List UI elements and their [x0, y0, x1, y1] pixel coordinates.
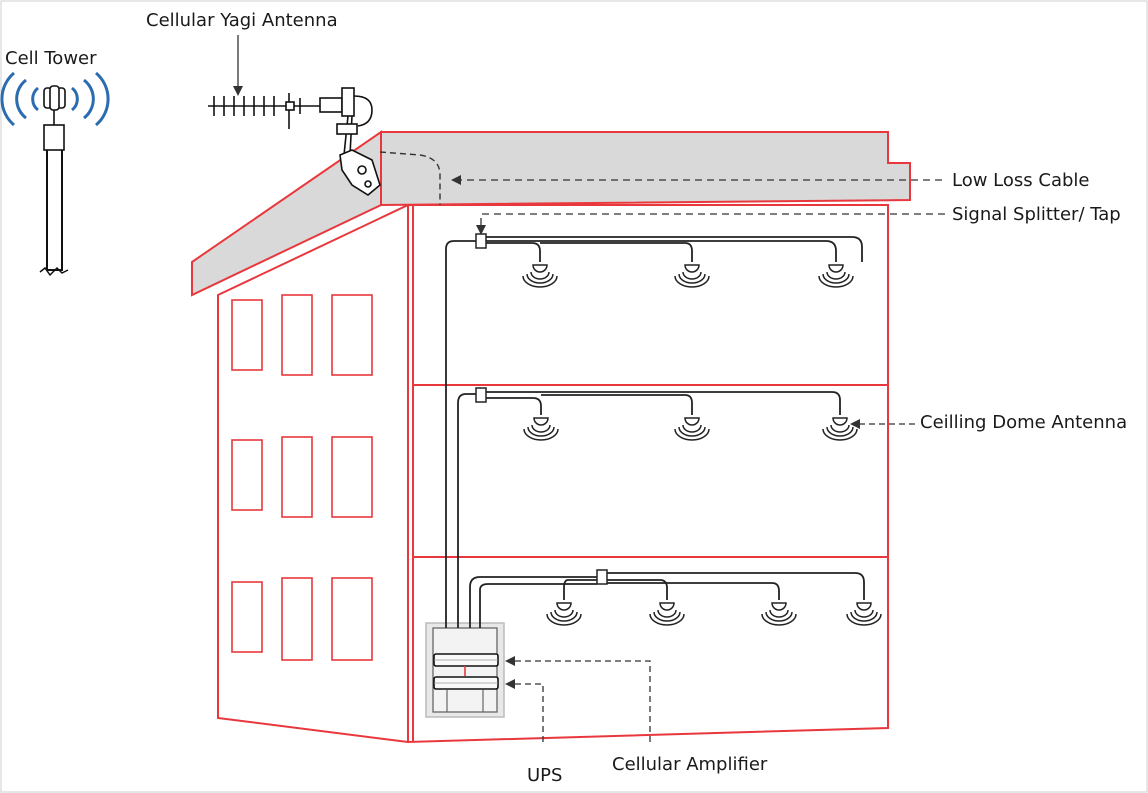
- amplifier-callout: [505, 656, 651, 742]
- yagi-antenna-label: Cellular Yagi Antenna: [146, 10, 338, 31]
- riser-cables: [445, 240, 597, 628]
- cellular-amplifier-label: Cellular Amplifier: [612, 754, 768, 775]
- floor-2-distribution: [475, 387, 858, 441]
- ups-unit: [433, 676, 499, 690]
- tower-signal-waves-icon: [0, 71, 110, 127]
- floor-1-distribution: [475, 233, 863, 288]
- low-loss-cable-route: [379, 151, 441, 205]
- building-roof: [191, 130, 911, 297]
- yagi-antenna-icon: [208, 87, 381, 196]
- ups-label: UPS: [527, 765, 563, 786]
- building-main-block: [407, 204, 889, 744]
- callout-lines: [233, 35, 945, 742]
- floor-3-distribution: [546, 569, 882, 626]
- cell-tower-label: Cell Tower: [5, 48, 97, 69]
- signal-splitter-label: Signal Splitter/ Tap: [952, 204, 1121, 225]
- cell-tower-icon: [39, 85, 69, 277]
- cellular-amplifier-unit: [433, 653, 499, 676]
- building-windows: [231, 294, 373, 661]
- ceiling-dome-antenna-label: Ceilling Dome Antenna: [920, 412, 1128, 433]
- ups-callout: [505, 679, 544, 742]
- low-loss-cable-label: Low Loss Cable: [952, 170, 1090, 191]
